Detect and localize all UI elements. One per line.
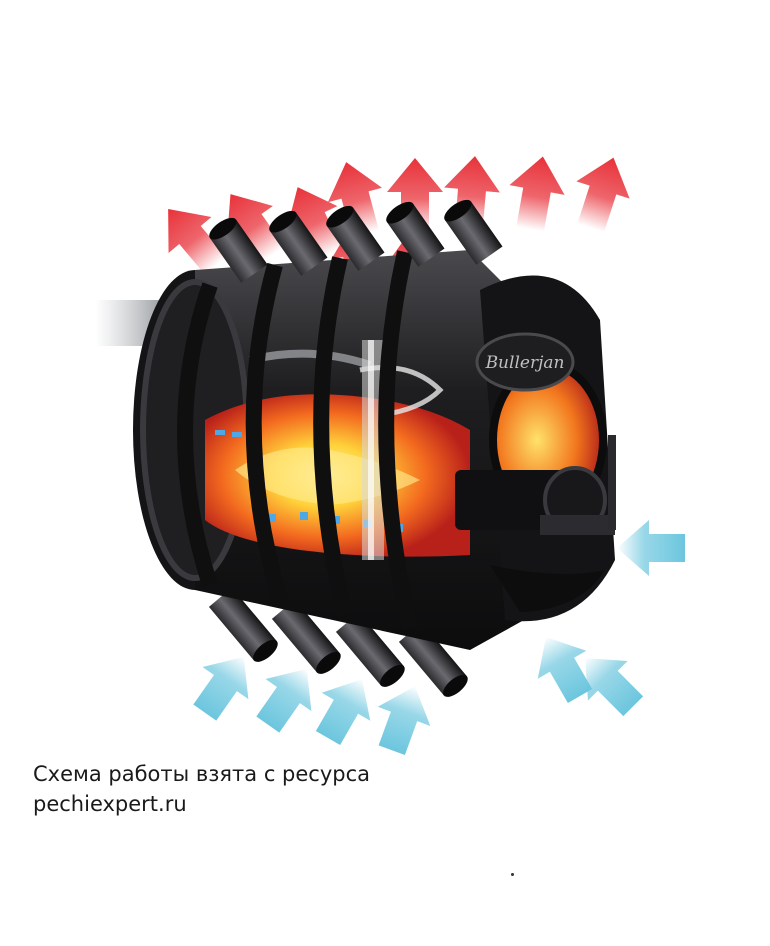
hot-arrow-4	[327, 162, 383, 238]
cold-arrow-6	[585, 658, 644, 717]
caption-source-link: pechiexpert.ru	[33, 792, 187, 816]
hot-arrow-8	[576, 157, 630, 233]
cold-arrow-5	[537, 637, 593, 703]
stove-door: Bullerjan	[455, 275, 616, 622]
hot-arrow-2	[227, 194, 285, 263]
caption-source-line: Схема работы взята с ресурса	[33, 762, 371, 786]
cold-arrow-4	[377, 686, 431, 755]
stray-dot	[511, 873, 514, 876]
hot-arrow-3	[286, 187, 342, 261]
convection-ribs	[177, 250, 418, 630]
cold-arrow-2	[256, 668, 312, 733]
top-outlet-pipes	[209, 199, 503, 283]
cold-air-arrows	[193, 520, 685, 755]
stove-cutaway-illustration: Bullerjan	[95, 156, 685, 755]
bottom-intake-pipes	[208, 587, 468, 697]
afterburn-tube	[362, 340, 384, 560]
cold-arrow-3	[315, 679, 371, 745]
brand-plate-text: Bullerjan	[485, 353, 565, 373]
hot-arrow-1	[168, 208, 227, 275]
cold-arrow-7	[617, 520, 685, 576]
hot-arrow-7	[509, 156, 565, 232]
cold-arrow-1	[193, 656, 249, 721]
